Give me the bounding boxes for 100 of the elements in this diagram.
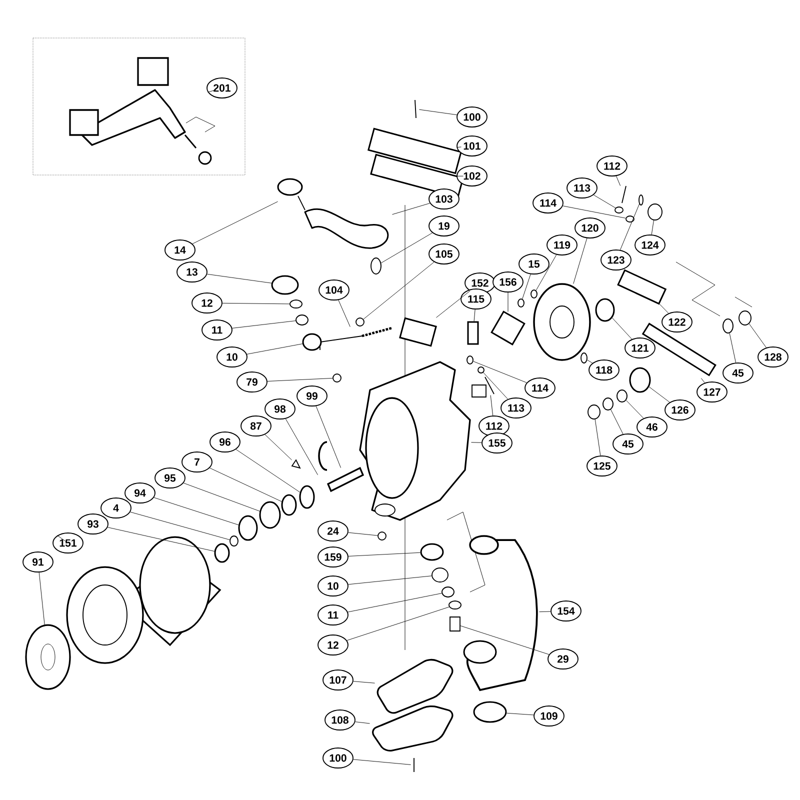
screw (518, 298, 524, 308)
handle-drawing (69, 57, 216, 165)
washer (616, 390, 628, 402)
bail-arm (304, 208, 389, 249)
leader-line (348, 552, 420, 556)
roller (302, 333, 322, 351)
leader-line (729, 332, 736, 363)
bolt (370, 258, 382, 274)
screw (580, 352, 588, 364)
collar (626, 216, 634, 222)
screw (450, 616, 460, 632)
callout-number: 7 (182, 452, 212, 472)
callout-number: 45 (612, 434, 644, 454)
leader-line (183, 482, 260, 512)
callout-number: 159 (318, 546, 348, 568)
washer (238, 515, 258, 541)
leader-line (651, 220, 654, 235)
bushing (738, 310, 752, 326)
callout-number: 115 (460, 288, 492, 310)
callout-number: 201 (206, 78, 238, 98)
leader-line (474, 309, 476, 322)
pin (638, 194, 644, 206)
callout-number: 108 (324, 710, 356, 730)
screw (530, 290, 538, 298)
callout-number: 112 (596, 156, 628, 176)
leader-line (490, 395, 494, 416)
callout-number: 14 (164, 240, 196, 260)
leader-line (348, 576, 432, 585)
leader-line (594, 419, 601, 456)
leader-line (232, 320, 296, 328)
callout-number: 11 (318, 604, 348, 626)
callout-number: 125 (586, 456, 618, 476)
washer (296, 314, 308, 326)
callout-number: 79 (236, 372, 268, 392)
leader-line (392, 203, 430, 215)
leader-line (348, 593, 442, 612)
nut (378, 532, 386, 540)
stopper (648, 204, 662, 220)
callout-number: 114 (524, 378, 556, 398)
leader-line (222, 302, 290, 304)
leader-line (473, 361, 527, 383)
callout-number: 95 (154, 468, 186, 488)
callout-number: 151 (52, 532, 84, 554)
leader-line (648, 386, 670, 402)
leader-line (348, 532, 378, 536)
leader-line (380, 232, 433, 264)
callout-number: 121 (624, 338, 656, 358)
foot-cover (372, 705, 454, 752)
bushing (722, 318, 734, 334)
callout-number: 91 (22, 552, 54, 572)
callout-number: 104 (318, 280, 350, 300)
pin (356, 318, 364, 326)
callout-number: 12 (192, 292, 222, 314)
leader-line (206, 274, 272, 284)
leader-line (471, 442, 482, 443)
leader-line (562, 206, 626, 218)
leader-line (456, 146, 462, 148)
callout-number: 155 (482, 432, 512, 454)
leader-line (522, 274, 531, 300)
callout-number: 98 (264, 398, 296, 420)
callout-number: 12 (318, 634, 348, 656)
leader-line (210, 468, 282, 502)
leader-line (363, 262, 434, 320)
callout-number: 126 (664, 400, 696, 420)
plate (490, 310, 526, 346)
callout-number: 102 (456, 166, 488, 186)
leader-line (539, 611, 551, 612)
screw (622, 186, 626, 204)
callout-number: 45 (722, 362, 754, 384)
washer (214, 543, 230, 563)
leader-line (536, 254, 557, 291)
callout-number: 127 (696, 382, 728, 402)
callout-number: 96 (210, 432, 240, 452)
leader-line (419, 109, 458, 116)
callout-number: 99 (296, 386, 328, 406)
spring-rod (320, 326, 392, 350)
leader-line (38, 572, 45, 625)
leader-line (236, 449, 300, 492)
washer (614, 206, 624, 214)
leader-line (573, 238, 588, 284)
leader-line (208, 90, 216, 92)
callout-number: 15 (518, 254, 550, 274)
cover-plate (368, 128, 462, 174)
callout-number: 94 (124, 482, 156, 504)
leader-line (612, 318, 632, 340)
leader-line (107, 527, 215, 552)
callout-number: 4 (100, 498, 132, 518)
leader-line (659, 304, 669, 314)
leader-line (620, 204, 640, 250)
leader-line (700, 378, 705, 383)
callout-number: 101 (456, 136, 488, 156)
callout-number: 11 (202, 320, 232, 340)
callout-number: 154 (550, 600, 582, 622)
washer (299, 485, 315, 509)
gear (629, 367, 651, 393)
plate (467, 321, 479, 345)
washer (230, 536, 238, 546)
leader-line (192, 201, 278, 244)
washer (602, 398, 614, 410)
leader-line (353, 681, 375, 684)
